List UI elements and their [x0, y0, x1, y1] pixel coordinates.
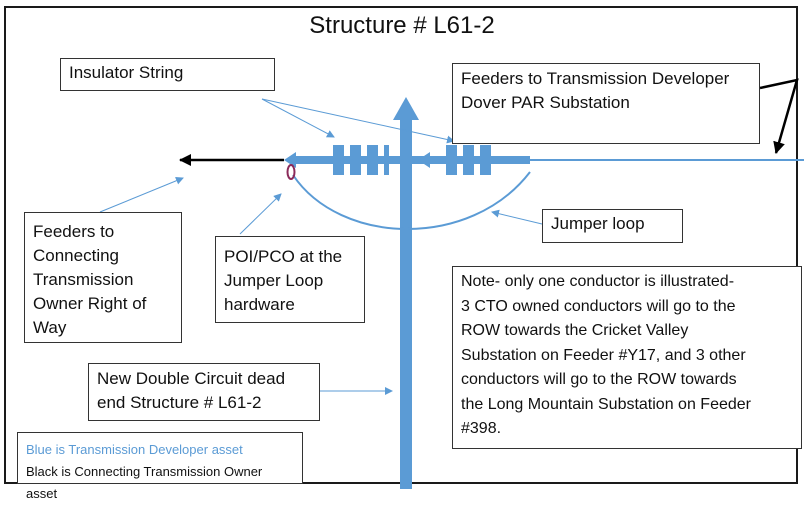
insulator-string-left — [333, 145, 389, 175]
poi-pco-label: POI/PCO at the Jumper Loop hardware — [215, 236, 365, 323]
note-box: Note- only one conductor is illustrated-… — [452, 266, 802, 449]
legend-developer: Blue is Transmission Developer asset — [26, 442, 243, 457]
pole-arrowhead — [393, 97, 419, 120]
cross-arm-mid-arrowhead — [418, 152, 430, 168]
jumper-loop-label: Jumper loop — [542, 209, 683, 243]
insulator-string-right — [446, 145, 491, 175]
feeders-dover-label: Feeders to Transmission Developer Dover … — [452, 63, 760, 144]
legend: Blue is Transmission Developer asset Bla… — [17, 432, 303, 501]
legend-cto: Black is Connecting Transmission Owner a… — [26, 464, 263, 501]
insulator-string-label: Insulator String — [60, 58, 275, 91]
new-structure-label: New Double Circuit dead end Structure # … — [88, 363, 320, 421]
pole — [400, 118, 412, 489]
cross-arm-left-arrowhead — [284, 152, 296, 168]
cross-arm — [292, 156, 530, 164]
feeders-cto-label: Feeders to Connecting Transmission Owner… — [24, 212, 182, 343]
diagram-title: Structure # L61-2 — [309, 12, 495, 39]
poi-marker — [286, 164, 296, 180]
structure-diagram — [99, 78, 804, 489]
jumper-loop-curve — [292, 171, 531, 230]
